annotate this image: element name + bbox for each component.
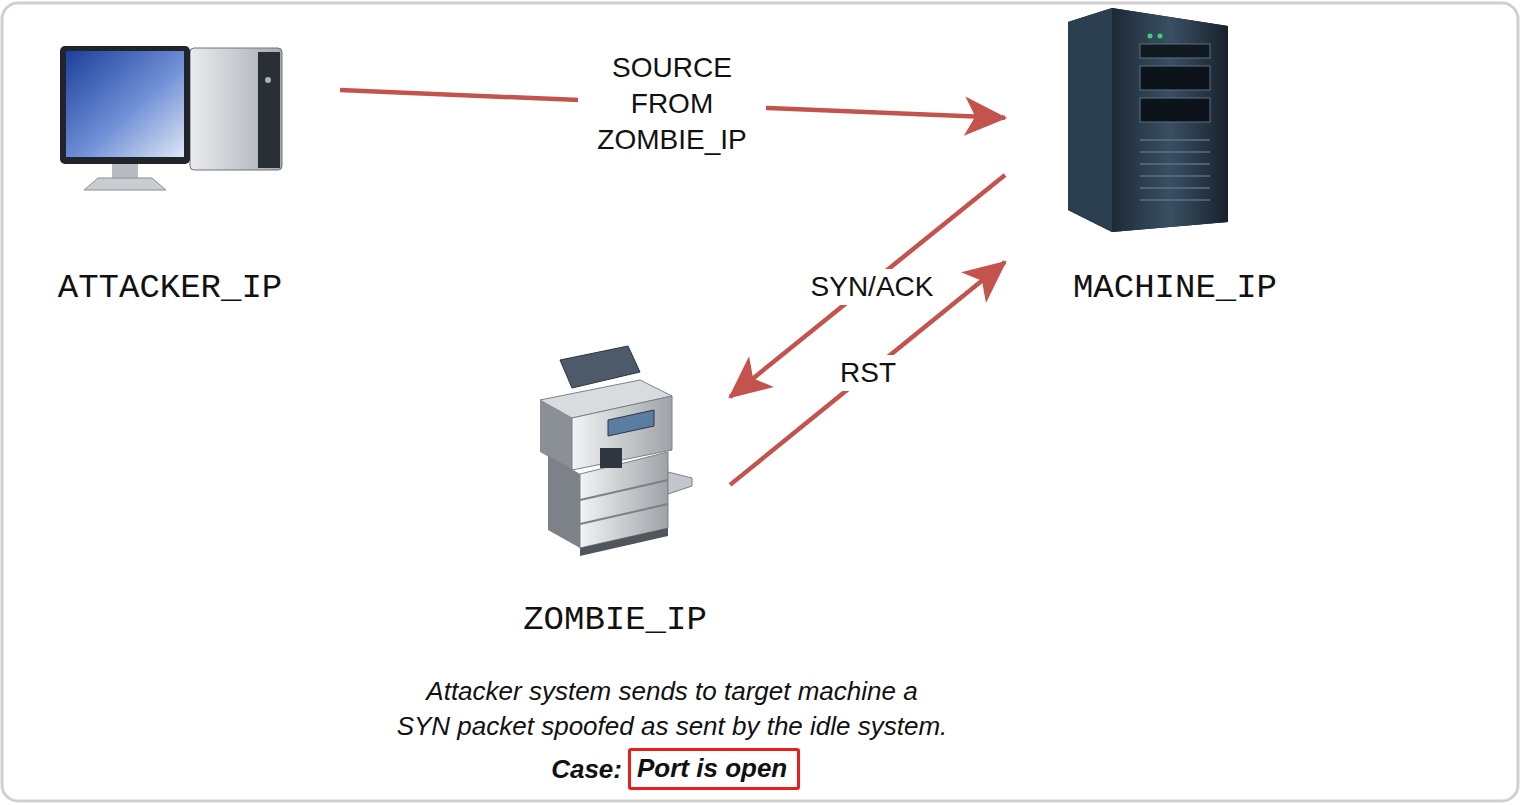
device-node: MACHINE_IP — [1005, 5, 1285, 310]
device-label: ATTACKER_IP — [58, 269, 282, 307]
case-label: Case: — [551, 754, 622, 785]
printer-copier — [540, 346, 692, 556]
edge-label: SOURCE FROM ZOMBIE_IP — [578, 50, 766, 158]
arrow-connector — [730, 175, 1005, 397]
desktop-computer — [60, 46, 282, 190]
edge-label: SYN/ACK — [805, 269, 940, 305]
device-label: ZOMBIE_IP — [523, 601, 707, 639]
caption-text: Attacker system sends to target machine … — [352, 674, 992, 744]
device-label: MACHINE_IP — [1073, 269, 1277, 307]
device-node: ZOMBIE_IP — [505, 340, 730, 645]
status-box: Port is open — [628, 748, 800, 790]
server-tower — [1068, 8, 1228, 232]
edge-label: RST — [834, 355, 902, 391]
device-node: ATTACKER_IP — [50, 40, 340, 315]
frame — [2, 3, 1518, 801]
status-text: Port is open — [637, 753, 787, 784]
arrow-connector — [730, 262, 1005, 485]
